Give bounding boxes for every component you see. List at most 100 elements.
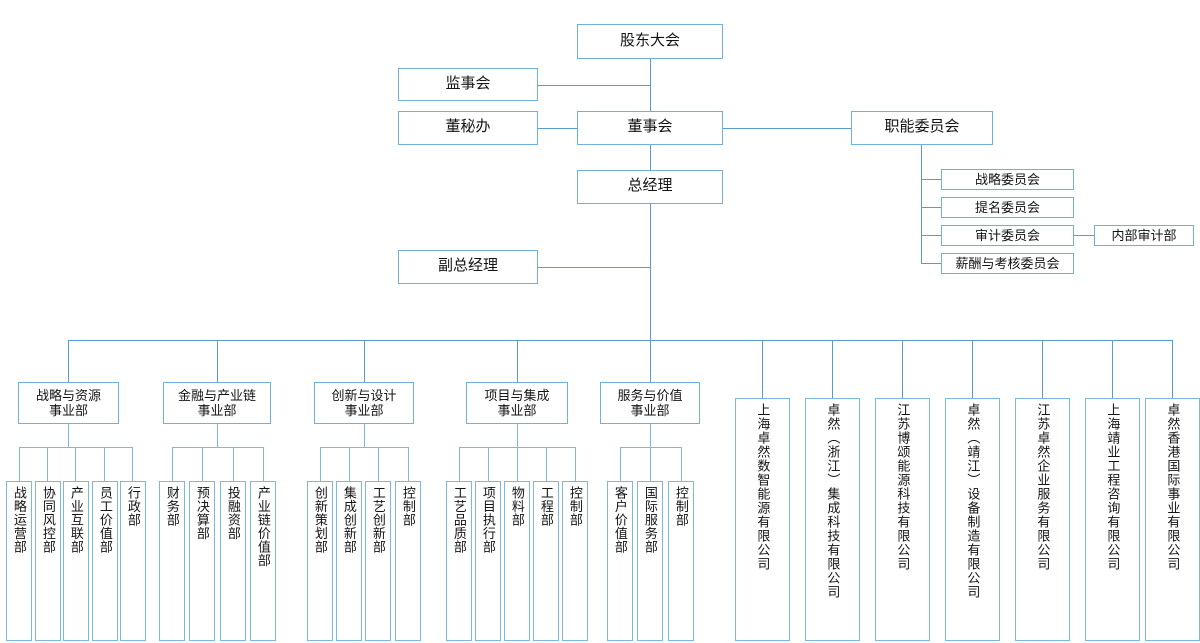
dept-label: 预决算部 <box>194 486 210 540</box>
box-committee-strategy[interactable]: 战略委员会 <box>941 169 1074 190</box>
box-dept-d4-5[interactable]: 控制部 <box>562 481 588 641</box>
dept-label: 协同风控部 <box>40 486 56 554</box>
box-dept-d4-3[interactable]: 物料部 <box>504 481 530 641</box>
box-dept-d1-3[interactable]: 产业互联部 <box>63 481 89 641</box>
box-dept-d1-2[interactable]: 协同风控部 <box>35 481 61 641</box>
d2-dept-drop-2 <box>202 447 203 481</box>
box-supervisory-board[interactable]: 监事会 <box>398 68 538 101</box>
box-committee-compensation[interactable]: 薪酬与考核委员会 <box>941 253 1074 274</box>
connector-fc-drop <box>921 145 922 264</box>
dept-label: 财务部 <box>164 486 180 527</box>
dept-label: 控制部 <box>567 486 583 527</box>
d1-dept-drop-1 <box>19 447 20 481</box>
d4-dept-drop-5 <box>575 447 576 481</box>
box-dept-d2-1[interactable]: 财务部 <box>159 481 185 641</box>
bus-drop-division-4 <box>517 340 518 382</box>
box-subsidiary-4[interactable]: 卓然（靖江）设备制造有限公司 <box>945 398 1000 641</box>
box-dept-d1-5[interactable]: 行政部 <box>120 481 146 641</box>
d5-dept-drop-3 <box>681 447 682 481</box>
subsidiary-label: 上海靖业工程咨询有限公司 <box>1105 403 1121 571</box>
bus-drop-subsidiary-1 <box>762 340 763 398</box>
bus-drop-division-2 <box>217 340 218 382</box>
box-division-1[interactable]: 战略与资源 事业部 <box>18 382 119 424</box>
d3-dept-drop-3 <box>378 447 379 481</box>
bus-drop-subsidiary-2 <box>832 340 833 398</box>
box-subsidiary-7[interactable]: 卓然香港国际事业有限公司 <box>1145 398 1200 641</box>
d1-dept-drop-3 <box>75 447 76 481</box>
division-3-dept-bus <box>320 447 408 448</box>
dept-label: 项目执行部 <box>480 486 496 554</box>
box-dept-d4-2[interactable]: 项目执行部 <box>475 481 501 641</box>
bus-drop-subsidiary-4 <box>972 340 973 398</box>
division-2-dept-bus <box>172 447 263 448</box>
box-division-5[interactable]: 服务与价值 事业部 <box>600 382 700 424</box>
box-dept-d3-2[interactable]: 集成创新部 <box>336 481 362 641</box>
box-dept-d3-4[interactable]: 控制部 <box>395 481 421 641</box>
dept-label: 创新策划部 <box>312 486 328 554</box>
bus-drop-subsidiary-6 <box>1112 340 1113 398</box>
bus-drop-subsidiary-7 <box>1172 340 1173 398</box>
dept-label: 集成创新部 <box>341 486 357 554</box>
box-dept-d4-4[interactable]: 工程部 <box>533 481 559 641</box>
connector-shareholders-to-board <box>650 59 651 111</box>
box-general-manager[interactable]: 总经理 <box>577 170 723 204</box>
subsidiary-label: 江苏博颂能源科技有限公司 <box>895 403 911 571</box>
box-dept-d3-1[interactable]: 创新策划部 <box>307 481 333 641</box>
division-5-drop <box>650 424 651 447</box>
subsidiary-label: 卓然（靖江）设备制造有限公司 <box>965 403 981 599</box>
dept-label: 投融资部 <box>225 486 241 540</box>
box-functional-committee[interactable]: 职能委员会 <box>851 111 993 145</box>
box-subsidiary-5[interactable]: 江苏卓然企业服务有限公司 <box>1015 398 1070 641</box>
box-division-4[interactable]: 项目与集成 事业部 <box>466 382 568 424</box>
box-dept-d2-3[interactable]: 投融资部 <box>220 481 246 641</box>
box-subsidiary-3[interactable]: 江苏博颂能源科技有限公司 <box>875 398 930 641</box>
box-committee-nomination[interactable]: 提名委员会 <box>941 197 1074 218</box>
connector-secretary-to-board <box>538 128 577 129</box>
box-dept-d4-1[interactable]: 工艺品质部 <box>446 481 472 641</box>
d1-dept-drop-5 <box>132 447 133 481</box>
connector-fc-to-nomination <box>921 207 941 208</box>
box-subsidiary-6[interactable]: 上海靖业工程咨询有限公司 <box>1085 398 1140 641</box>
box-dept-d5-2[interactable]: 国际服务部 <box>637 481 663 641</box>
dept-label: 产业互联部 <box>68 486 84 554</box>
box-dept-d5-1[interactable]: 客户价值部 <box>607 481 633 641</box>
d4-dept-drop-4 <box>546 447 547 481</box>
d4-dept-drop-3 <box>517 447 518 481</box>
dept-label: 客户价值部 <box>612 486 628 554</box>
subsidiary-label: 卓然（浙江）集成科技有限公司 <box>825 403 841 599</box>
dept-label: 工程部 <box>538 486 554 527</box>
box-dept-d1-4[interactable]: 员工价值部 <box>92 481 118 641</box>
dept-label: 国际服务部 <box>642 486 658 554</box>
box-division-2[interactable]: 金融与产业链 事业部 <box>163 382 271 424</box>
bus-drop-division-1 <box>68 340 69 382</box>
box-dept-d1-1[interactable]: 战略运营部 <box>6 481 32 641</box>
subsidiary-label: 江苏卓然企业服务有限公司 <box>1035 403 1051 571</box>
box-subsidiary-2[interactable]: 卓然（浙江）集成科技有限公司 <box>805 398 860 641</box>
box-division-3[interactable]: 创新与设计 事业部 <box>314 382 414 424</box>
bus-drop-division-3 <box>364 340 365 382</box>
box-dept-d2-2[interactable]: 预决算部 <box>189 481 215 641</box>
bus-drop-subsidiary-3 <box>902 340 903 398</box>
subsidiary-label: 上海卓然数智能源有限公司 <box>755 403 771 571</box>
division-3-drop <box>364 424 365 447</box>
box-subsidiary-1[interactable]: 上海卓然数智能源有限公司 <box>735 398 790 641</box>
connector-fc-to-audit <box>921 235 941 236</box>
d4-dept-drop-2 <box>488 447 489 481</box>
connector-gm-spine <box>650 204 651 341</box>
dept-label: 战略运营部 <box>11 486 27 554</box>
box-dept-d5-3[interactable]: 控制部 <box>668 481 694 641</box>
box-deputy-general-manager[interactable]: 副总经理 <box>398 250 538 284</box>
main-horizontal-bus <box>68 340 1172 341</box>
dept-label: 控制部 <box>673 486 689 527</box>
box-dept-d3-3[interactable]: 工艺创新部 <box>365 481 391 641</box>
dept-label: 物料部 <box>509 486 525 527</box>
box-dept-d2-4[interactable]: 产业链价值部 <box>250 481 276 641</box>
d3-dept-drop-4 <box>408 447 409 481</box>
connector-fc-to-compensation <box>921 263 941 264</box>
box-internal-audit-department[interactable]: 内部审计部 <box>1094 225 1194 246</box>
box-committee-audit[interactable]: 审计委员会 <box>941 225 1074 246</box>
box-board-of-directors[interactable]: 董事会 <box>577 111 723 145</box>
box-shareholders-meeting[interactable]: 股东大会 <box>577 24 723 59</box>
box-board-secretary-office[interactable]: 董秘办 <box>398 111 538 145</box>
